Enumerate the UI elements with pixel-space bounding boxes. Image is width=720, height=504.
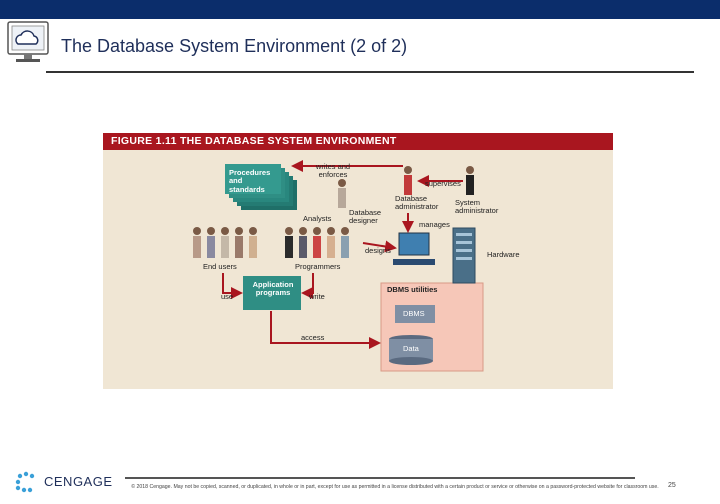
dbms-box <box>395 305 435 323</box>
copyright-notice: © 2018 Cengage. May not be copied, scann… <box>131 484 659 490</box>
data-label: Data <box>403 344 419 353</box>
app-programs-box <box>243 276 301 310</box>
hardware-rack <box>452 227 476 284</box>
dbms-label: DBMS <box>403 309 425 318</box>
procedures-label: Procedures and standards <box>229 168 271 194</box>
procedures-stack <box>225 164 297 210</box>
manages-label: manages <box>419 220 450 229</box>
app-programs-label: Application programs <box>252 280 294 298</box>
slide-title: The Database System Environment (2 of 2) <box>61 36 408 56</box>
dbms-utilities-label: DBMS utilities <box>387 285 438 294</box>
end-users-label: End users <box>203 262 237 271</box>
programmers-label: Programmers <box>295 262 341 271</box>
cengage-logo-icon <box>14 470 114 494</box>
computer-monitor <box>398 232 430 256</box>
db-designer-label: Database designer <box>349 208 382 226</box>
data-cylinder <box>389 339 433 361</box>
use-label: use <box>221 292 234 301</box>
analysts-label: Analysts <box>303 214 332 223</box>
access-label: access <box>301 333 325 342</box>
supervises-label: supervises <box>425 179 461 188</box>
footer-divider <box>125 477 635 479</box>
designs-label: designs <box>365 246 391 255</box>
dba-label: Database administrator <box>395 194 439 212</box>
writes-enforces-label: writes and enforces <box>315 162 351 180</box>
diagram-graphics <box>193 160 484 372</box>
cengage-brand: CENGAGE <box>44 474 113 489</box>
title-divider <box>46 71 694 73</box>
hardware-label: Hardware <box>487 250 520 259</box>
figure-title: FIGURE 1.11 THE DATABASE SYSTEM ENVIRONM… <box>111 135 397 147</box>
figure-header: FIGURE 1.11 THE DATABASE SYSTEM ENVIRONM… <box>103 133 613 150</box>
write-label: write <box>309 292 325 301</box>
top-banner <box>0 0 720 19</box>
page-number: 25 <box>668 482 676 489</box>
figure-panel: FIGURE 1.11 THE DATABASE SYSTEM ENVIRONM… <box>103 133 613 389</box>
sysadmin-label: System administrator <box>455 198 499 216</box>
cloud-computer-icon <box>6 20 52 66</box>
